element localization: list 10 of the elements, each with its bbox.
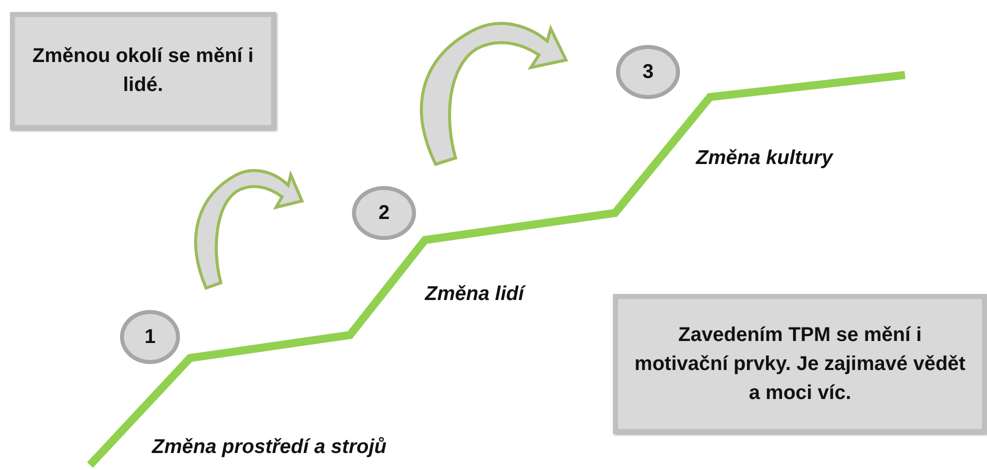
step-number-circle: 2: [352, 186, 416, 240]
step-label: Změna prostředí a strojů: [152, 436, 386, 459]
curved-arrow: [194, 169, 304, 290]
curved-arrow: [420, 22, 568, 166]
step-number-circle: 1: [120, 310, 180, 364]
note-box: Změnou okolí se mění i lidé.: [10, 12, 276, 130]
note-box: Zavedením TPM se mění i motivační prvky. Je zajimavé vědět a moci víc.: [613, 294, 987, 434]
step-label: Změna kultury: [696, 147, 833, 170]
step-number-circle: 3: [616, 45, 680, 99]
step-label: Změna lidí: [425, 283, 524, 306]
